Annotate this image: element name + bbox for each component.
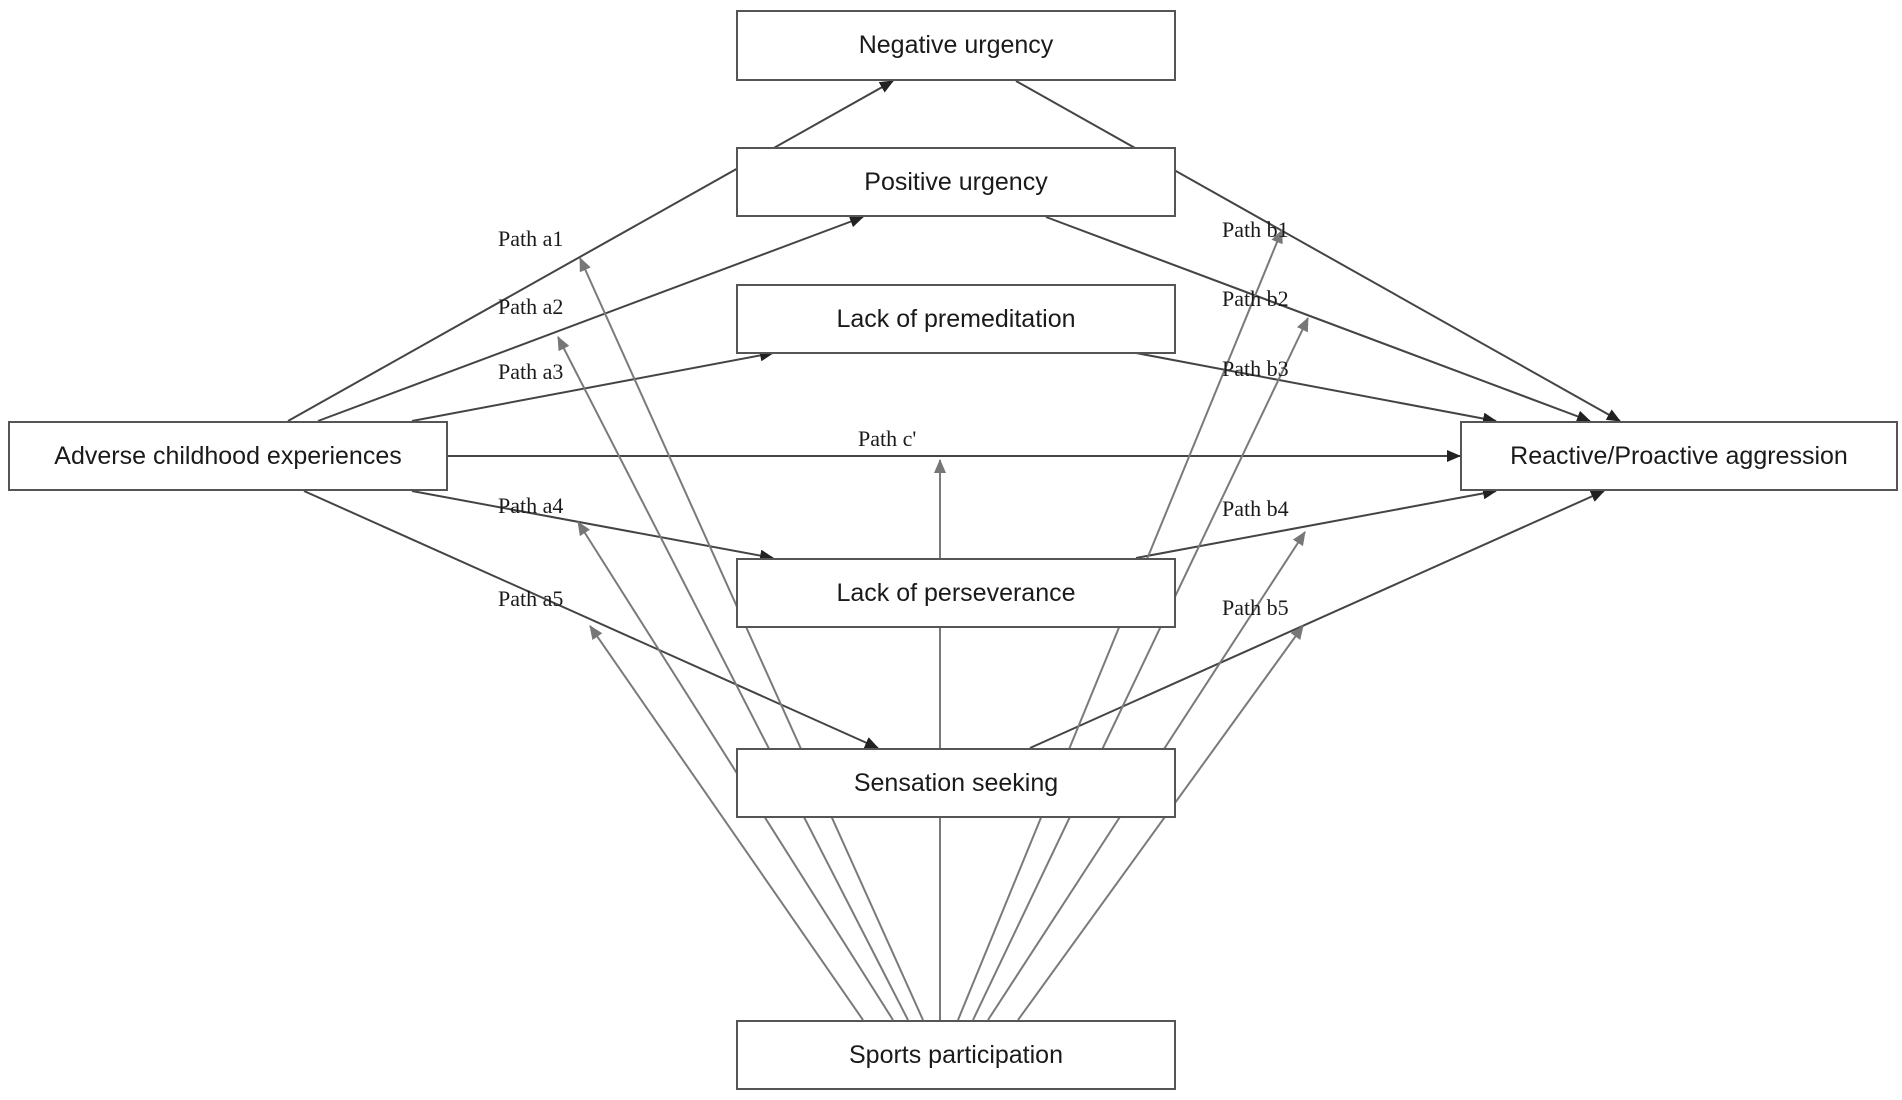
label-path-a3: Path a3 <box>498 359 564 384</box>
node-sensation-seeking: Sensation seeking <box>736 748 1176 818</box>
node-negative-urgency: Negative urgency <box>736 10 1176 81</box>
arrow-path-a2 <box>317 215 864 422</box>
arrow-path-b4 <box>1135 487 1497 559</box>
label-path-b2: Path b2 <box>1222 286 1289 311</box>
moderator-arrow-b5 <box>1017 625 1304 1021</box>
label-path-a5: Path a5 <box>498 586 564 611</box>
arrow-path-b2 <box>1045 216 1591 423</box>
label-path-b4: Path b4 <box>1222 496 1289 521</box>
arrow-path-a3 <box>411 349 774 422</box>
node-lack-of-premeditation: Lack of premeditation <box>736 284 1176 354</box>
label-path-a2: Path a2 <box>498 294 564 319</box>
moderator-arrow-a4 <box>577 521 894 1021</box>
arrow-path-b3 <box>1135 352 1497 425</box>
label-path-a1: Path a1 <box>498 226 564 251</box>
node-positive-urgency: Positive urgency <box>736 147 1176 217</box>
arrow-path-a4 <box>411 490 774 562</box>
label-path-b5: Path b5 <box>1222 595 1289 620</box>
arrow-path-a1 <box>287 80 894 422</box>
moderator-arrow-a3 <box>557 336 909 1021</box>
label-path-b3: Path b3 <box>1222 356 1289 381</box>
label-path-a4: Path a4 <box>498 493 564 518</box>
arrow-path-b1 <box>1015 80 1621 422</box>
label-path-c-prime: Path c' <box>858 426 917 451</box>
moderator-arrow-a5 <box>589 625 864 1021</box>
node-reactive-proactive-aggression: Reactive/Proactive aggression <box>1460 421 1898 491</box>
moderator-arrow-a1 <box>579 257 924 1021</box>
node-lack-of-perseverance: Lack of perseverance <box>736 558 1176 628</box>
moderator-arrow-b2 <box>972 317 1309 1021</box>
node-adverse-childhood-experiences: Adverse childhood experiences <box>8 421 448 491</box>
arrow-path-b5 <box>1029 490 1605 749</box>
label-path-b1: Path b1 <box>1222 217 1289 242</box>
node-sports-participation: Sports participation <box>736 1020 1176 1090</box>
